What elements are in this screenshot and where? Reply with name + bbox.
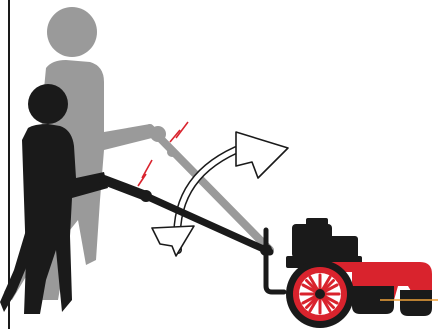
spoked-wheel-icon: [286, 260, 354, 328]
trimmer-mower: [286, 218, 438, 328]
engine-block: [292, 224, 332, 258]
back-figure-head: [47, 7, 97, 57]
front-figure-head: [28, 84, 68, 124]
